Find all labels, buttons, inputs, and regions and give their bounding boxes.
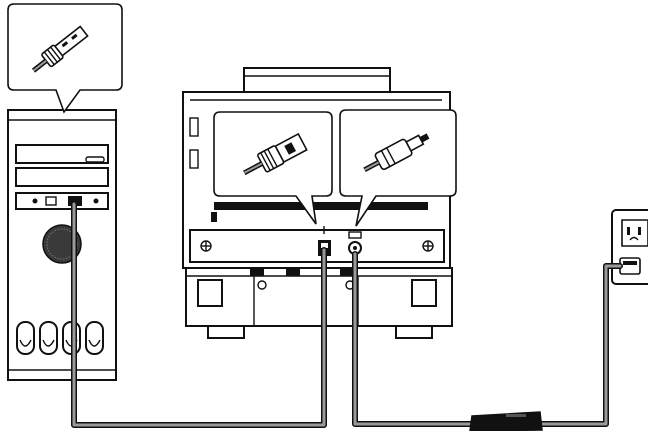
power-callout xyxy=(339,109,457,227)
wall-outlet-icon xyxy=(611,209,648,285)
usb-cable xyxy=(71,201,327,428)
usb-a-plug-icon xyxy=(31,25,89,73)
usb-a-callout xyxy=(7,3,123,114)
usb-b-plug-icon xyxy=(243,132,308,176)
scanner-rear-icon xyxy=(182,67,453,339)
power-adapter-icon xyxy=(469,411,543,431)
usb-b-callout xyxy=(213,111,333,225)
pc-tower-icon xyxy=(7,109,117,381)
dc-power-plug-icon xyxy=(363,133,430,173)
power-cable xyxy=(352,251,623,427)
